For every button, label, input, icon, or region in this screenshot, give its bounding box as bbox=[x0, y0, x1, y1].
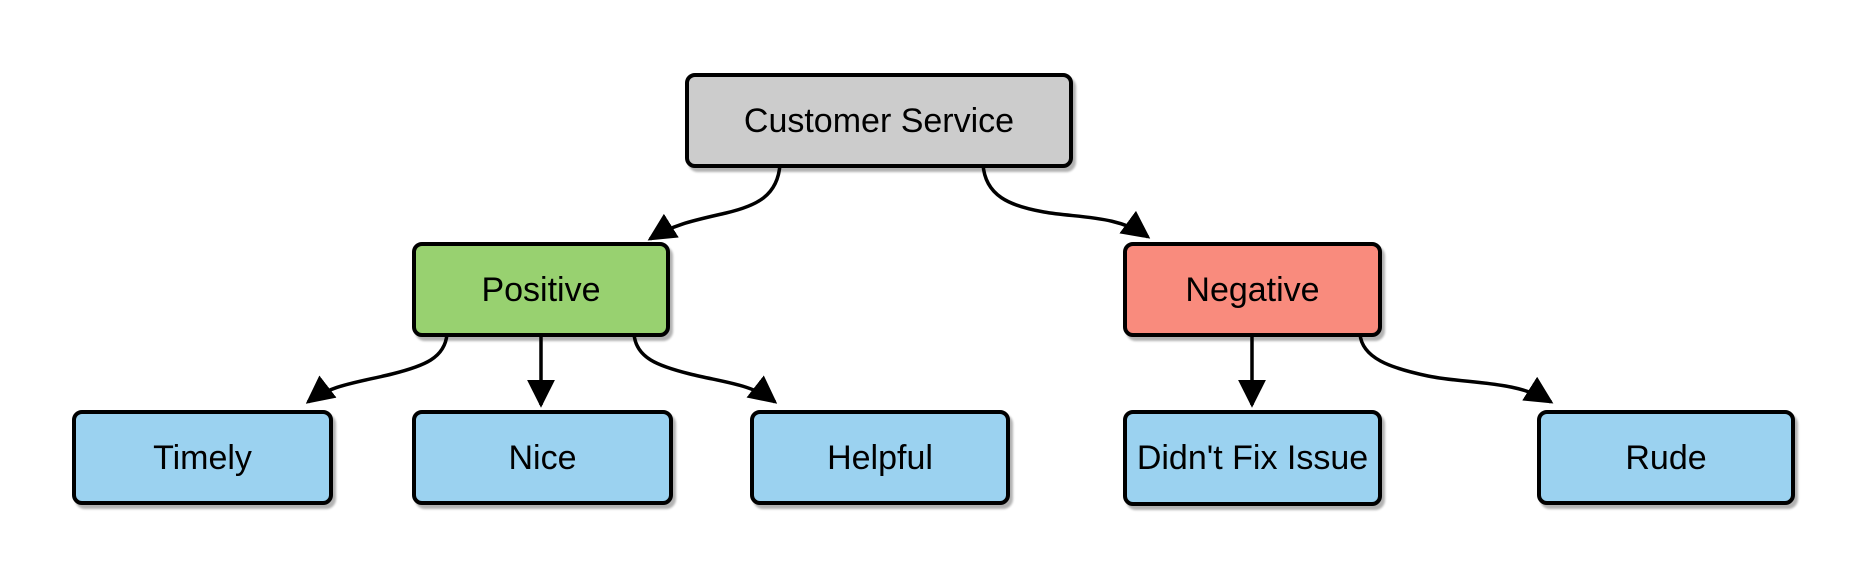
node-didnt-fix-issue: Didn't Fix Issue bbox=[1123, 410, 1382, 506]
node-helpful-label: Helpful bbox=[827, 438, 933, 477]
edge-positive-to-timely bbox=[305, 333, 449, 404]
edge-customer-service-to-negative bbox=[981, 163, 1151, 239]
node-customer-service-label: Customer Service bbox=[743, 101, 1015, 140]
edge-customer-service-to-positive bbox=[647, 163, 782, 241]
node-timely: Timely bbox=[72, 410, 333, 505]
edge-positive-to-helpful bbox=[632, 333, 778, 404]
node-positive: Positive bbox=[412, 242, 670, 337]
node-timely-label: Timely bbox=[153, 438, 252, 477]
node-nice: Nice bbox=[412, 410, 673, 505]
node-rude: Rude bbox=[1537, 410, 1795, 505]
node-nice-label: Nice bbox=[508, 438, 577, 477]
node-rude-label: Rude bbox=[1625, 438, 1707, 477]
node-negative-label: Negative bbox=[1185, 270, 1320, 309]
node-helpful: Helpful bbox=[750, 410, 1010, 505]
node-positive-label: Positive bbox=[481, 270, 601, 309]
edge-negative-to-rude bbox=[1358, 333, 1554, 404]
node-negative: Negative bbox=[1123, 242, 1382, 337]
node-didnt-fix-issue-label: Didn't Fix Issue bbox=[1136, 439, 1369, 477]
node-customer-service: Customer Service bbox=[685, 73, 1073, 168]
